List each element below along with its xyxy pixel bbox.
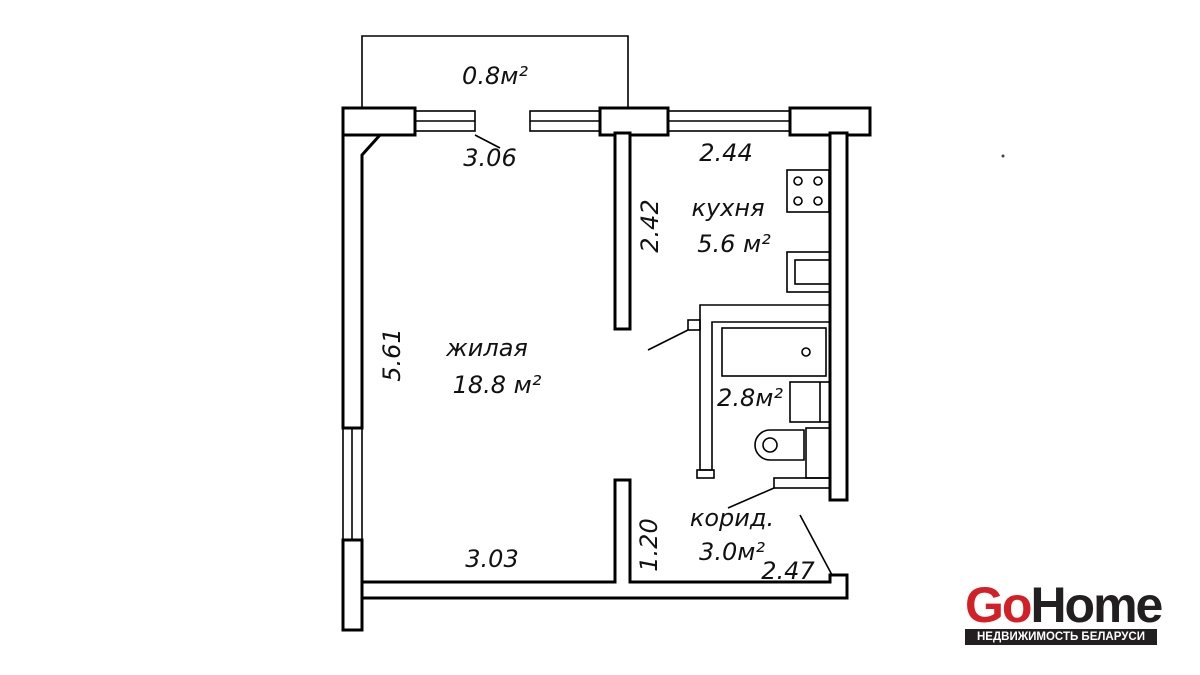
living-name: жилая — [445, 334, 528, 362]
balcony-area: 0.8м² — [462, 62, 528, 90]
door-swing — [727, 487, 775, 509]
wall — [788, 106, 872, 137]
gohome-logo: GoHome НЕДВИЖИМОСТЬ БЕЛАРУСИ — [965, 580, 1163, 645]
living-bottom-dimension: 3.03 — [465, 545, 518, 573]
washbasin-icon — [789, 381, 831, 423]
logo-tagline: НЕДВИЖИМОСТЬ БЕЛАРУСИ — [965, 629, 1157, 645]
wall — [341, 538, 364, 632]
corridor-depth: 1.20 — [635, 518, 663, 571]
living-area: 18.8 м² — [453, 371, 542, 399]
wall — [828, 131, 849, 502]
logo-home: Home — [1030, 577, 1163, 633]
kitchen-width: 2.44 — [699, 139, 752, 167]
bathroom-area: 2.8м² — [717, 384, 783, 412]
logo-go: Go — [965, 577, 1032, 633]
corridor-name: корид. — [690, 504, 774, 532]
door-swing — [474, 134, 501, 149]
kitchen-depth: 2.42 — [636, 199, 664, 252]
top-dimension: 3.06 — [463, 144, 516, 172]
corridor-dimension: 2.47 — [761, 557, 815, 585]
wall — [341, 106, 417, 137]
bathtub-icon — [721, 327, 827, 377]
wall — [341, 133, 384, 430]
wall — [613, 131, 632, 331]
kitchen-area: 5.6 м² — [697, 230, 771, 258]
balcony-outline — [361, 35, 629, 108]
stove-icon — [786, 169, 830, 213]
toilet-icon — [754, 429, 805, 461]
corridor-area: 3.0м² — [699, 538, 765, 566]
kitchen-name: кухня — [691, 194, 764, 222]
living-depth: 5.61 — [378, 328, 406, 381]
wall — [598, 106, 670, 137]
door-swing — [647, 329, 689, 351]
sink-icon — [786, 251, 831, 293]
wall — [360, 478, 849, 600]
